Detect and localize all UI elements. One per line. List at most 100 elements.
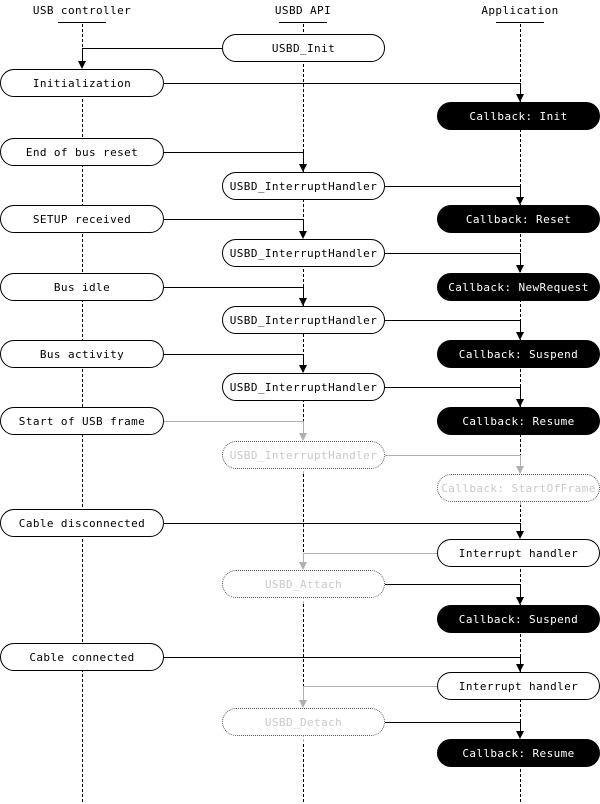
node-usbd-ih-5[interactable]: USBD_InterruptHandler (222, 441, 385, 469)
node-cb-suspend-2[interactable]: Callback: Suspend (437, 605, 600, 633)
connector-irq-handler-1-to-usbd-attach-arrowhead (298, 562, 307, 570)
connector-usbd-attach-to-cb-suspend-2-v (520, 584, 521, 598)
node-initialization[interactable]: Initialization (0, 69, 164, 97)
connector-bus-idle-to-usbd-ih-3-v (303, 287, 304, 299)
node-usbd-ih-3[interactable]: USBD_InterruptHandler (222, 306, 385, 334)
connector-end-of-bus-reset-to-usbd-ih-1-arrowhead (298, 164, 307, 172)
connector-initialization-to-cb-init-v (520, 83, 521, 95)
connector-irq-handler-1-to-usbd-attach-h (303, 553, 437, 554)
node-cable-disconnected[interactable]: Cable disconnected (0, 509, 164, 537)
node-label-cb-suspend-2: Callback: Suspend (458, 612, 579, 626)
node-label-bus-idle: Bus idle (53, 280, 111, 294)
node-label-start-of-usb-frame: Start of USB frame (18, 414, 146, 428)
connector-bus-activity-to-usbd-ih-4-v (303, 354, 304, 366)
node-label-cb-reset: Callback: Reset (465, 212, 572, 226)
connector-cable-connected-to-irq-handler-2-arrowhead (515, 664, 524, 672)
node-usbd-init[interactable]: USBD_Init (222, 34, 385, 62)
connector-usbd-ih-5-to-cb-startofframe-v (520, 455, 521, 467)
node-label-cb-resume-2: Callback: Resume (462, 746, 575, 760)
node-usbd-attach[interactable]: USBD_Attach (222, 570, 385, 598)
node-label-usbd-ih-3: USBD_InterruptHandler (229, 313, 378, 327)
connector-usbd-attach-to-cb-suspend-2-arrowhead (515, 597, 524, 605)
connector-setup-received-to-usbd-ih-2-v (303, 219, 304, 232)
connector-usbd-ih-2-to-cb-newrequest-v (520, 253, 521, 266)
connector-cable-connected-to-irq-handler-2-v (520, 657, 521, 665)
node-label-usbd-ih-4: USBD_InterruptHandler (229, 380, 378, 394)
node-label-initialization: Initialization (32, 76, 132, 90)
connector-initialization-to-cb-init-h (164, 83, 520, 84)
connector-initialization-to-cb-init-arrowhead (515, 94, 524, 102)
node-cb-resume-1[interactable]: Callback: Resume (437, 407, 600, 435)
connector-usbd-detach-to-cb-resume-2-arrowhead (515, 731, 524, 739)
connector-setup-received-to-usbd-ih-2-h (164, 219, 303, 220)
node-cable-connected[interactable]: Cable connected (0, 643, 164, 671)
connector-irq-handler-2-to-usbd-detach-v (303, 686, 304, 701)
connector-cable-disconnected-to-irq-handler-1-v (520, 523, 521, 532)
connector-end-of-bus-reset-to-usbd-ih-1-h (164, 152, 303, 153)
connector-usbd-ih-4-to-cb-resume-1-h (385, 387, 520, 388)
connector-usbd-detach-to-cb-resume-2-v (520, 722, 521, 732)
connector-end-of-bus-reset-to-usbd-ih-1-v (303, 152, 304, 165)
connector-usbd-ih-1-to-cb-reset-v (520, 186, 521, 198)
node-start-of-usb-frame[interactable]: Start of USB frame (0, 407, 164, 435)
connector-bus-activity-to-usbd-ih-4-h (164, 354, 303, 355)
node-usbd-ih-1[interactable]: USBD_InterruptHandler (222, 172, 385, 200)
node-label-irq-handler-1: Interrupt handler (458, 546, 579, 560)
connector-usbd-ih-1-to-cb-reset-h (385, 186, 520, 187)
node-cb-reset[interactable]: Callback: Reset (437, 205, 600, 233)
node-label-usbd-detach: USBD_Detach (264, 715, 343, 729)
connector-usbd-ih-4-to-cb-resume-1-arrowhead (515, 399, 524, 407)
node-label-end-of-bus-reset: End of bus reset (25, 145, 139, 159)
node-cb-init[interactable]: Callback: Init (437, 102, 600, 130)
connector-irq-handler-2-to-usbd-detach-h (303, 686, 437, 687)
node-irq-handler-1[interactable]: Interrupt handler (437, 539, 600, 567)
connector-bus-idle-to-usbd-ih-3-arrowhead (298, 298, 307, 306)
connector-setup-received-to-usbd-ih-2-arrowhead (298, 231, 307, 239)
connector-bus-activity-to-usbd-ih-4-arrowhead (298, 365, 307, 373)
node-cb-startofframe[interactable]: Callback: StartOfFrame (437, 474, 600, 502)
node-cb-newrequest[interactable]: Callback: NewRequest (437, 273, 600, 301)
node-usbd-detach[interactable]: USBD_Detach (222, 708, 385, 736)
node-label-cable-connected: Cable connected (29, 650, 135, 664)
node-irq-handler-2[interactable]: Interrupt handler (437, 672, 600, 700)
connector-usbd-ih-2-to-cb-newrequest-h (385, 253, 520, 254)
connector-usbd-ih-2-to-cb-newrequest-arrowhead (515, 265, 524, 273)
lane-bar-application (496, 22, 544, 23)
node-label-usbd-ih-5: USBD_InterruptHandler (229, 448, 378, 462)
node-usbd-ih-2[interactable]: USBD_InterruptHandler (222, 239, 385, 267)
node-label-cb-init: Callback: Init (469, 109, 568, 123)
node-label-irq-handler-2: Interrupt handler (458, 679, 579, 693)
node-bus-activity[interactable]: Bus activity (0, 340, 164, 368)
lifeline-usbd-api (303, 24, 304, 802)
node-label-cb-suspend-1: Callback: Suspend (458, 347, 579, 361)
node-bus-idle[interactable]: Bus idle (0, 273, 164, 301)
connector-usbd-ih-1-to-cb-reset-arrowhead (515, 197, 524, 205)
connector-cable-disconnected-to-irq-handler-1-h (164, 523, 520, 524)
connector-usbd-ih-3-to-cb-suspend-1-v (520, 320, 521, 333)
node-label-usbd-attach: USBD_Attach (264, 577, 343, 591)
connector-usbd-attach-to-cb-suspend-2-h (385, 584, 520, 585)
node-cb-resume-2[interactable]: Callback: Resume (437, 739, 600, 767)
node-label-cb-resume-1: Callback: Resume (462, 414, 575, 428)
node-label-usbd-init: USBD_Init (271, 41, 336, 55)
connector-usbd-ih-3-to-cb-suspend-1-arrowhead (515, 332, 524, 340)
connector-irq-handler-1-to-usbd-attach-v (303, 553, 304, 563)
node-label-setup-received: SETUP received (32, 212, 132, 226)
connector-start-of-usb-frame-to-usbd-ih-5-h (164, 421, 303, 422)
connector-cable-connected-to-irq-handler-2-h (164, 657, 520, 658)
node-setup-received[interactable]: SETUP received (0, 205, 164, 233)
node-label-cable-disconnected: Cable disconnected (18, 516, 146, 530)
connector-usbd-init-to-initialization-arrowhead (77, 61, 86, 69)
node-usbd-ih-4[interactable]: USBD_InterruptHandler (222, 373, 385, 401)
node-label-bus-activity: Bus activity (39, 347, 125, 361)
connector-cable-disconnected-to-irq-handler-1-arrowhead (515, 531, 524, 539)
connector-usbd-ih-4-to-cb-resume-1-v (520, 387, 521, 400)
node-end-of-bus-reset[interactable]: End of bus reset (0, 138, 164, 166)
node-label-cb-startofframe: Callback: StartOfFrame (441, 481, 596, 495)
connector-usbd-init-to-initialization-v (82, 48, 83, 62)
lane-header-usbd-api: USBD API (274, 4, 332, 17)
node-cb-suspend-1[interactable]: Callback: Suspend (437, 340, 600, 368)
lane-bar-usb-controller (58, 22, 106, 23)
connector-bus-idle-to-usbd-ih-3-h (164, 287, 303, 288)
